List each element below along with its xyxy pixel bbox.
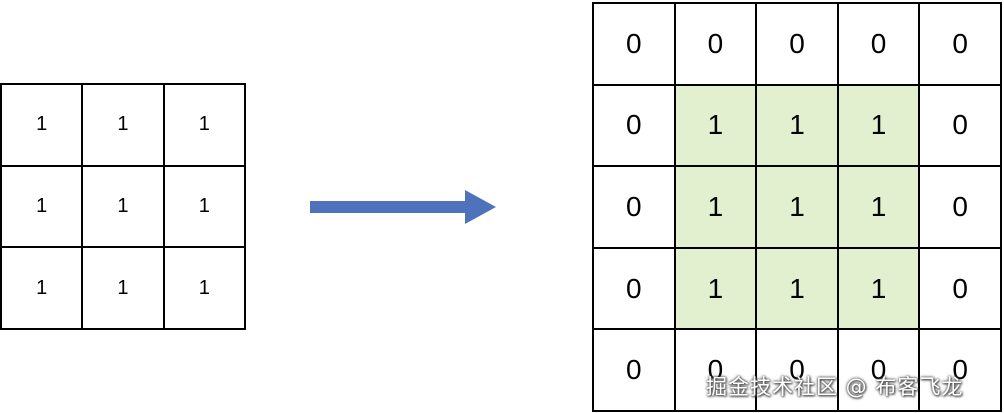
- input-cell: 1: [164, 85, 246, 167]
- padded-output-matrix: 0 0 0 0 0 0 1 1 1 0 0 1 1 1 0 0 1 1 1 0 …: [592, 2, 1002, 412]
- input-cell: 1: [83, 85, 165, 167]
- arrow-shape: [310, 190, 496, 224]
- padding-cell: 0: [920, 85, 1002, 168]
- original-value-cell: 1: [757, 248, 839, 331]
- right-arrow-icon: [310, 190, 496, 224]
- padding-cell: 0: [594, 4, 676, 86]
- input-cell: 1: [83, 166, 165, 249]
- original-value-cell: 1: [757, 85, 839, 168]
- padding-cell: 0: [594, 167, 676, 249]
- original-value-cell: 1: [675, 248, 758, 331]
- original-value-cell: 1: [838, 167, 921, 249]
- padding-cell: 0: [675, 330, 758, 412]
- padding-cell: 0: [838, 4, 921, 86]
- input-cell: 1: [83, 248, 165, 330]
- original-value-cell: 1: [757, 167, 839, 249]
- padding-cell: 0: [920, 330, 1002, 412]
- input-cell: 1: [2, 85, 84, 167]
- input-cell: 1: [2, 166, 84, 249]
- padding-cell: 0: [920, 167, 1002, 249]
- padding-cell: 0: [920, 4, 1002, 86]
- input-cell: 1: [2, 248, 84, 330]
- original-value-cell: 1: [675, 167, 758, 249]
- padding-cell: 0: [594, 85, 676, 168]
- padding-cell: 0: [594, 330, 676, 412]
- watermark: 掘金技术社区 @ 布客飞龙: [706, 375, 964, 399]
- original-value-cell: 1: [675, 85, 758, 168]
- input-matrix: 1 1 1 1 1 1 1 1 1: [0, 83, 246, 330]
- padding-cell: 0: [838, 330, 921, 412]
- input-cell: 1: [164, 166, 246, 249]
- padding-cell: 0: [675, 4, 758, 86]
- padding-cell: 0: [920, 248, 1002, 331]
- padding-cell: 0: [757, 330, 839, 412]
- original-value-cell: 1: [838, 248, 921, 331]
- original-value-cell: 1: [838, 85, 921, 168]
- padding-cell: 0: [594, 248, 676, 331]
- input-cell: 1: [164, 248, 246, 330]
- padding-cell: 0: [757, 4, 839, 86]
